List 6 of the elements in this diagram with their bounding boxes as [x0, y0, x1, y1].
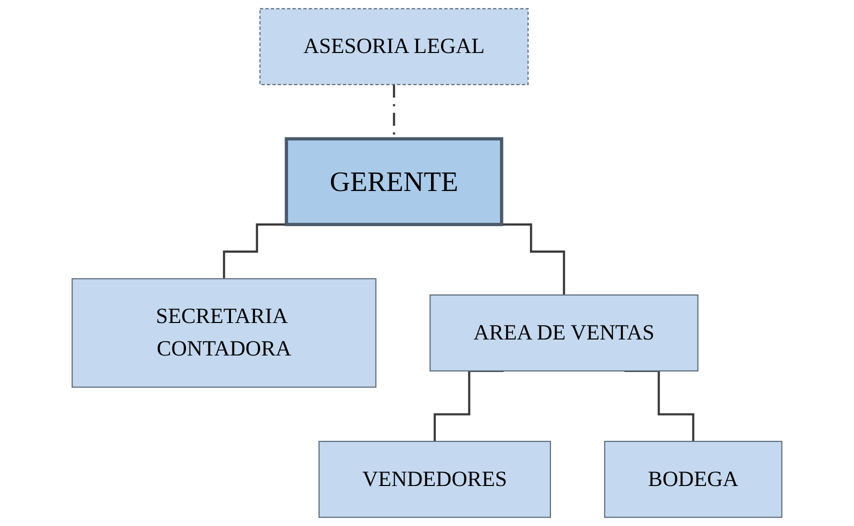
node-box: VENDEDORES — [318, 440, 551, 518]
node-box: BODEGA — [604, 440, 782, 518]
node-box: GERENTE — [284, 137, 504, 226]
node-box: SECRETARIA CONTADORA — [72, 278, 376, 388]
node-box: AREA DE VENTAS — [430, 294, 698, 372]
node-box: ASESORIA LEGAL — [259, 8, 529, 86]
